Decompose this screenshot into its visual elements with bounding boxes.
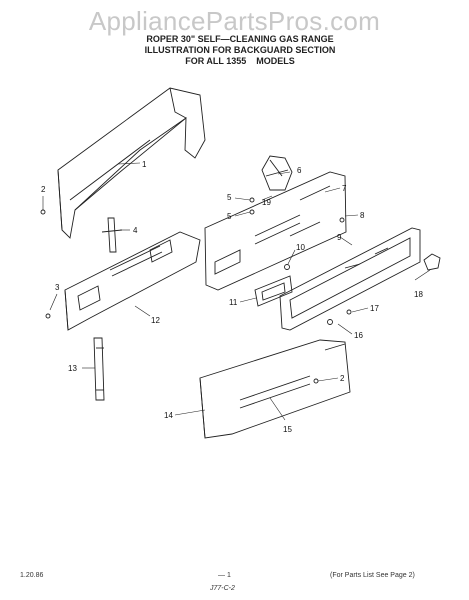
title-line-1: ROPER 30" SELF—CLEANING GAS RANGE	[146, 34, 334, 44]
callout-15: 15	[283, 425, 292, 434]
callout-16: 16	[354, 331, 363, 340]
callout-17: 17	[370, 304, 379, 313]
callout-4: 4	[133, 226, 138, 235]
callout-2-top: 2	[41, 185, 46, 194]
footer-code: J77-C-2	[210, 585, 235, 592]
callout-1: 1	[142, 160, 147, 169]
part-9-window	[279, 227, 421, 331]
callout-12: 12	[151, 316, 160, 325]
part-12-panel	[64, 231, 201, 331]
callout-2-bottom: 2	[340, 374, 345, 383]
part-7-control-panel	[204, 171, 347, 291]
part-6-timer	[261, 155, 293, 191]
part-18-knob	[423, 253, 441, 271]
leader-lines	[42, 162, 431, 421]
part-backguard-top	[57, 87, 206, 239]
callout-3: 3	[55, 283, 60, 292]
callout-5-lower: 5	[227, 212, 232, 221]
callout-8: 8	[360, 211, 365, 220]
part-14-lower-trim	[199, 339, 351, 439]
callout-11: 11	[229, 298, 238, 307]
callout-14: 14	[164, 411, 173, 420]
callout-13: 13	[68, 364, 77, 373]
footer-page: — 1	[218, 572, 231, 579]
callout-18: 18	[414, 290, 423, 299]
part-13-side-bracket	[93, 337, 105, 401]
title-line-3: FOR ALL 1355 MODELS	[185, 56, 295, 66]
callout-10: 10	[296, 243, 305, 252]
part-4-bracket	[101, 217, 123, 253]
part-11-display	[254, 275, 293, 307]
footer-note: (For Parts List See Page 2)	[330, 572, 415, 579]
watermark: AppliancePartsPros.com	[88, 6, 381, 36]
title-line-2: ILLUSTRATION FOR BACKGUARD SECTION	[144, 45, 336, 55]
callout-7: 7	[342, 184, 347, 193]
callout-19: 19	[262, 198, 271, 207]
callout-9: 9	[337, 233, 342, 242]
callout-5-upper: 5	[227, 193, 232, 202]
footer-date: 1.20.86	[20, 572, 44, 579]
callout-6: 6	[297, 166, 302, 175]
screws	[40, 197, 352, 384]
